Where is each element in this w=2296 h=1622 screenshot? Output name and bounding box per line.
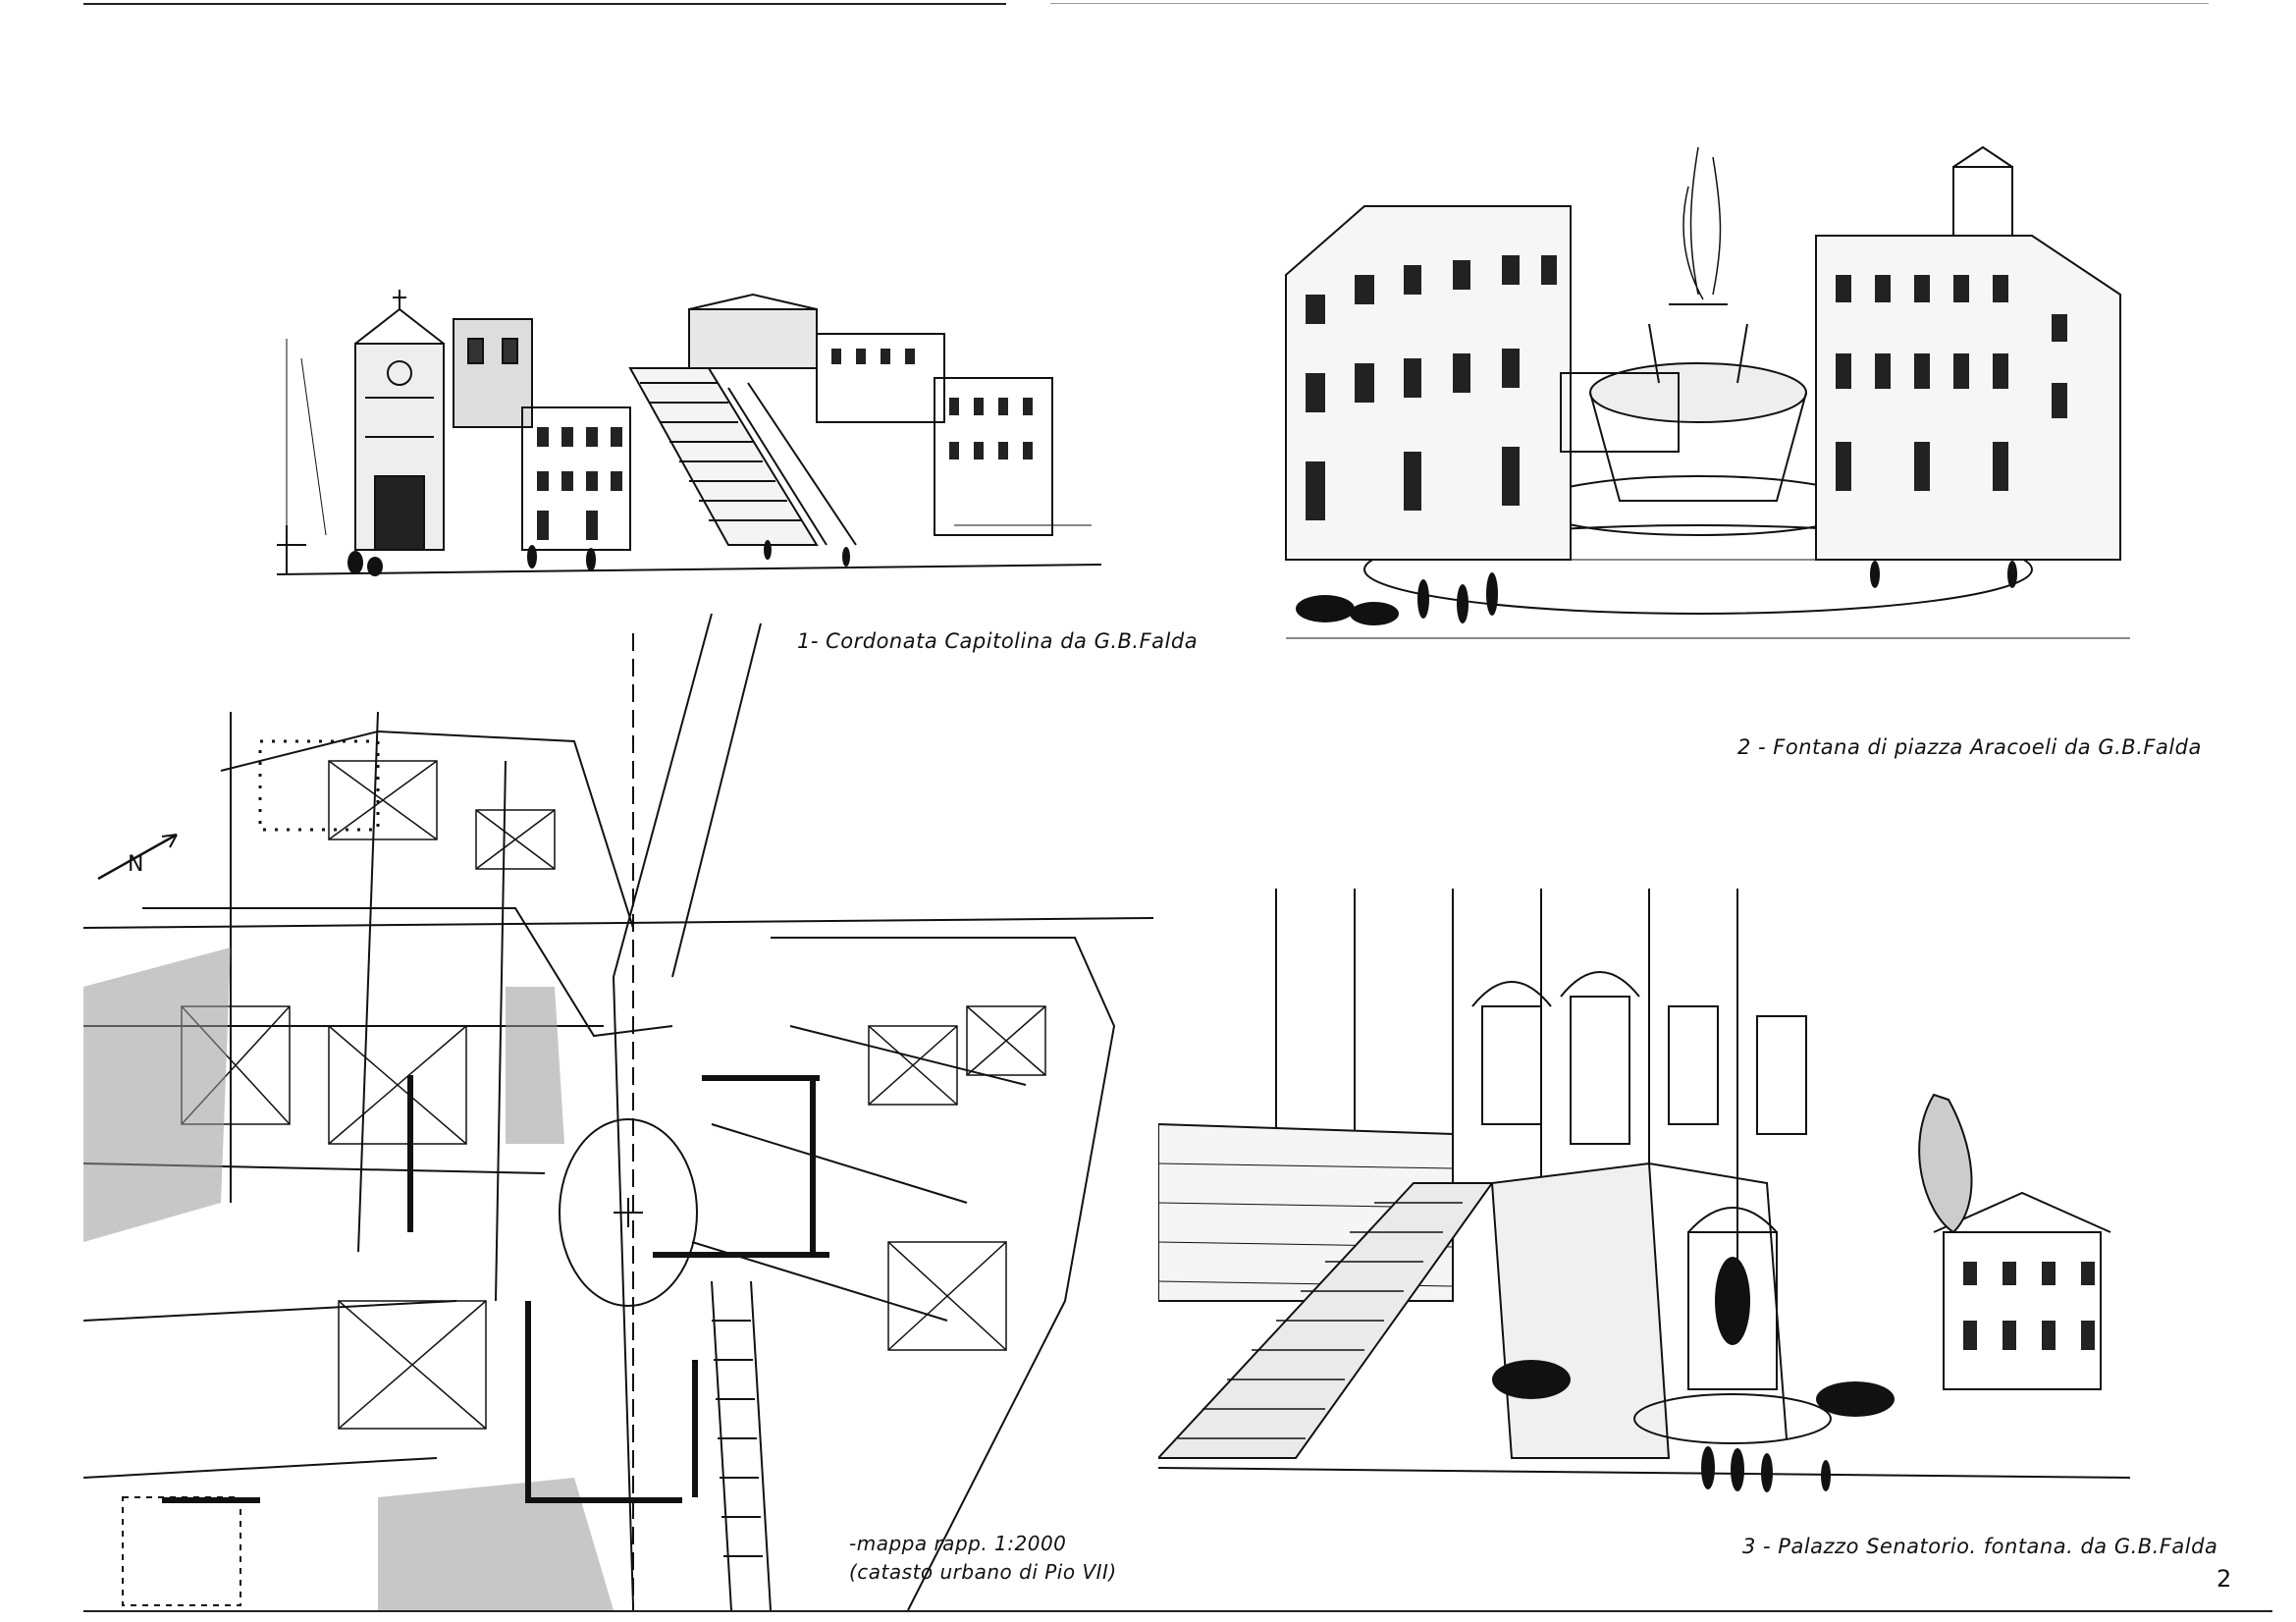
caption-drawing-3: 3 - Palazzo Senatorio. fontana. da G.B.F… <box>1742 1535 2218 1558</box>
drawing-fontana-aracoeli <box>1266 128 2140 658</box>
map-catasto-pio-vii <box>83 614 1153 1610</box>
top-rule-left <box>83 3 1006 5</box>
caption-map-line-1: -mappa rapp. 1:2000 <box>849 1532 1067 1555</box>
drawing-cordonata-capitolina <box>267 280 1111 584</box>
caption-map-line-2: (catasto urbano di Pio VII) <box>849 1560 1117 1584</box>
drawing-palazzo-senatorio <box>1158 889 2130 1507</box>
caption-drawing-1: 1- Cordonata Capitolina da G.B.Falda <box>797 629 1199 653</box>
top-rule-right <box>1050 3 2209 4</box>
page-number: 2 <box>2216 1565 2232 1593</box>
north-label: N <box>128 852 144 877</box>
caption-drawing-2: 2 - Fontana di piazza Aracoeli da G.B.Fa… <box>1737 735 2202 759</box>
bottom-rule <box>83 1610 2272 1612</box>
